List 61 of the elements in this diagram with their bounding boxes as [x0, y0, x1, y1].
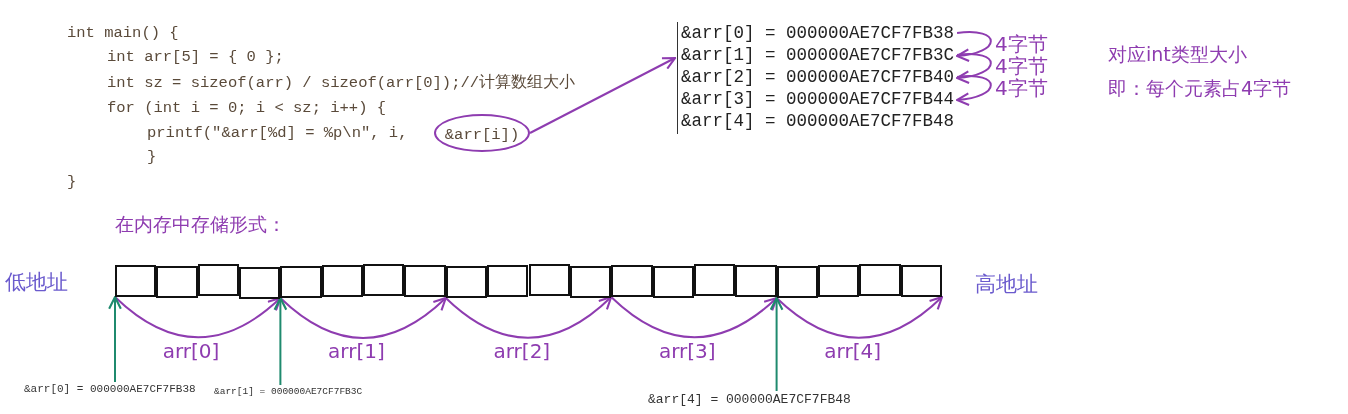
memory-cell	[115, 265, 157, 297]
edge-label: 4字节	[995, 77, 1048, 99]
memory-cell	[611, 265, 653, 297]
curved-arrow	[279, 296, 447, 339]
curved-arrow	[114, 296, 282, 339]
code-line: printf("&arr[%d] = %p\n", i,	[147, 123, 408, 143]
code-line: }	[67, 172, 77, 192]
circled-expression: &arr[i])	[434, 114, 530, 152]
edge-label: arr[2]	[493, 340, 551, 362]
output-line: &arr[4] = 000000AE7CF7FB48	[681, 110, 955, 132]
pointer-arrow	[769, 296, 784, 392]
memory-cell	[859, 264, 901, 296]
section-heading: 在内存中存储形式：	[115, 212, 286, 237]
memory-cell	[156, 266, 198, 298]
output-line: &arr[3] = 000000AE7CF7FB44	[681, 88, 955, 110]
memory-cell	[735, 265, 777, 297]
memory-cell	[239, 267, 281, 299]
address-text: &arr[0] = 000000AE7CF7FB38	[24, 383, 196, 395]
memory-cell	[569, 266, 612, 298]
code-line: int main() {	[67, 23, 179, 43]
code-line: for (int i = 0; i < sz; i++) {	[107, 98, 387, 118]
pointer-arrow	[273, 296, 288, 386]
memory-cell	[197, 264, 240, 296]
address-text: &arr[1] = 000000AE7CF7FB3C	[214, 386, 363, 397]
code-line: }	[147, 147, 157, 167]
curved-arrow	[956, 31, 992, 62]
edge-label: arr[1]	[328, 340, 385, 362]
edge-label: arr[3]	[658, 340, 716, 362]
note-text: 对应int类型大小	[1108, 42, 1247, 67]
pointer-arrow	[108, 295, 122, 383]
curved-arrow	[610, 296, 778, 339]
memory-cell	[280, 266, 322, 298]
output-line: &arr[1] = 000000AE7CF7FB3C	[681, 44, 955, 66]
edge-label: 4字节	[995, 55, 1048, 77]
output-line: &arr[2] = 000000AE7CF7FB40	[681, 66, 955, 88]
edge-label: 4字节	[995, 33, 1048, 55]
axis-label: 低地址	[5, 269, 68, 296]
curved-arrow	[956, 75, 992, 106]
memory-cell	[404, 265, 446, 297]
memory-cell	[817, 265, 860, 297]
memory-cell	[528, 264, 570, 296]
memory-cell	[900, 265, 942, 297]
memory-cell	[363, 264, 405, 296]
curved-arrow	[956, 53, 992, 84]
code-line: int sz = sizeof(arr) / sizeof(arr[0]);//计算数组大小	[107, 73, 576, 93]
memory-cell	[652, 266, 694, 298]
output-line: &arr[0] = 000000AE7CF7FB38	[681, 22, 955, 44]
memory-cell	[693, 264, 736, 296]
memory-cell	[321, 265, 364, 297]
address-text: &arr[4] = 000000AE7CF7FB48	[648, 392, 851, 407]
memory-cell	[776, 266, 818, 298]
memory-cell	[487, 265, 529, 297]
curved-arrow	[444, 295, 613, 339]
code-line: int arr[5] = { 0 };	[107, 47, 284, 67]
memory-cell	[445, 266, 488, 298]
note-text: 即：每个元素占4字节	[1108, 76, 1292, 101]
edge-label: arr[4]	[824, 340, 881, 362]
axis-label: 高地址	[975, 271, 1038, 298]
arrow	[529, 56, 677, 134]
curved-arrow	[775, 295, 944, 339]
edge-label: arr[0]	[162, 340, 220, 362]
